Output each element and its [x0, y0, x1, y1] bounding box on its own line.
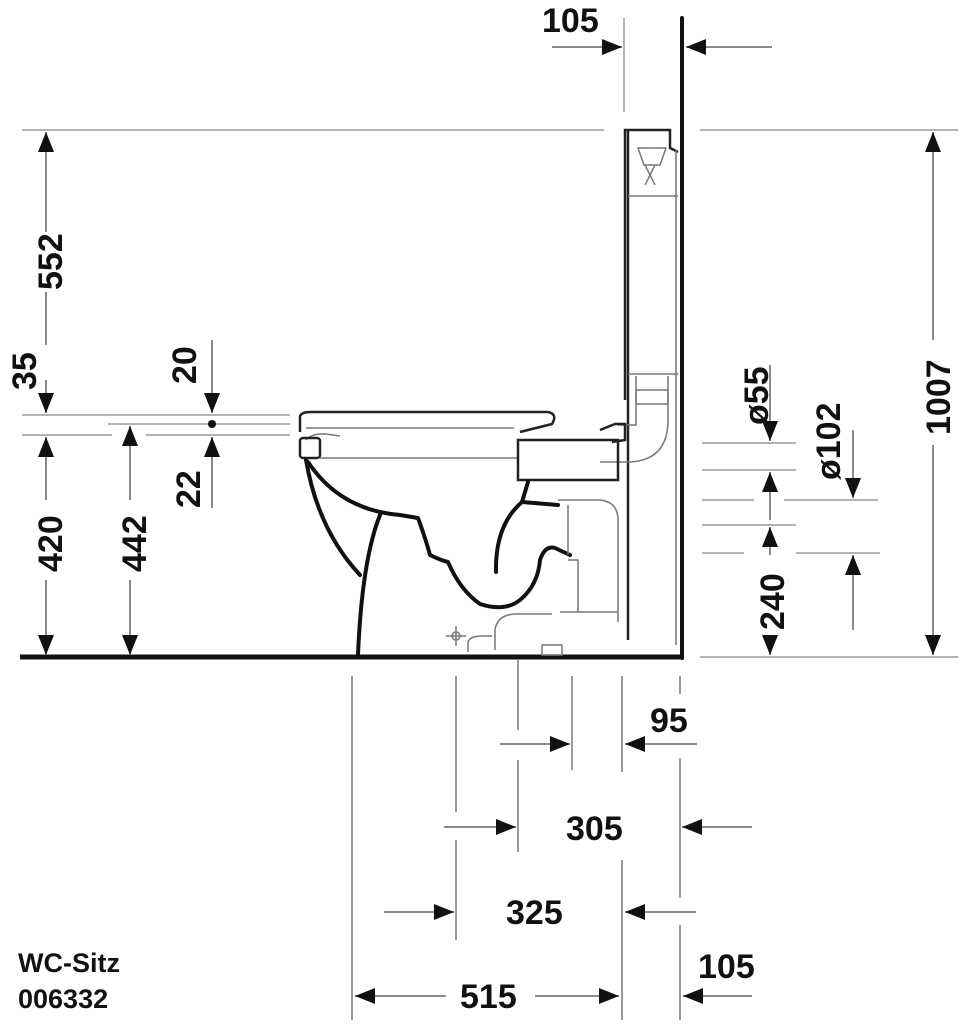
wall-and-floor: [20, 16, 684, 660]
seat-label-title: WC-Sitz: [18, 948, 120, 978]
dim-seat-thickness: 35: [6, 352, 44, 390]
dim-outlet-center-wall: 305: [566, 810, 623, 848]
dim-inlet-diameter: ø55: [738, 366, 776, 425]
toilet-seat: [298, 410, 556, 441]
dim-outlet-wall-offset: 95: [650, 702, 688, 740]
dim-bottom-wall-gap: 105: [698, 948, 755, 986]
dim-foot-to-wall: 325: [506, 894, 563, 932]
dim-seat-to-rim: 22: [170, 470, 208, 508]
dim-seat-lid-offset: 20: [166, 346, 204, 384]
extension-lines-bottom: [351, 660, 681, 1020]
dimension-labels: 105 552 35 420 442 20 22 1007 ø55 ø102 2…: [6, 2, 958, 1016]
seat-label-number: 006332: [18, 984, 108, 1014]
dim-outlet-diameter: ø102: [810, 403, 848, 481]
dim-top-wall-gap: 105: [542, 2, 599, 40]
cistern-tank: [600, 128, 679, 645]
dimension-lines: [38, 39, 941, 1004]
dim-outlet-height: 240: [754, 573, 792, 630]
dim-total-height: 1007: [920, 359, 958, 435]
dim-rim-height-floor: 442: [116, 515, 154, 572]
toilet-bowl: [298, 422, 627, 657]
dim-total-depth: 515: [460, 978, 517, 1016]
seat-model-label: WC-Sitz 006332: [18, 948, 120, 1014]
dim-seat-height-floor: 420: [32, 515, 70, 572]
extension-lines-horizontal: [22, 18, 958, 658]
dim-tank-above-seat: 552: [32, 233, 70, 290]
